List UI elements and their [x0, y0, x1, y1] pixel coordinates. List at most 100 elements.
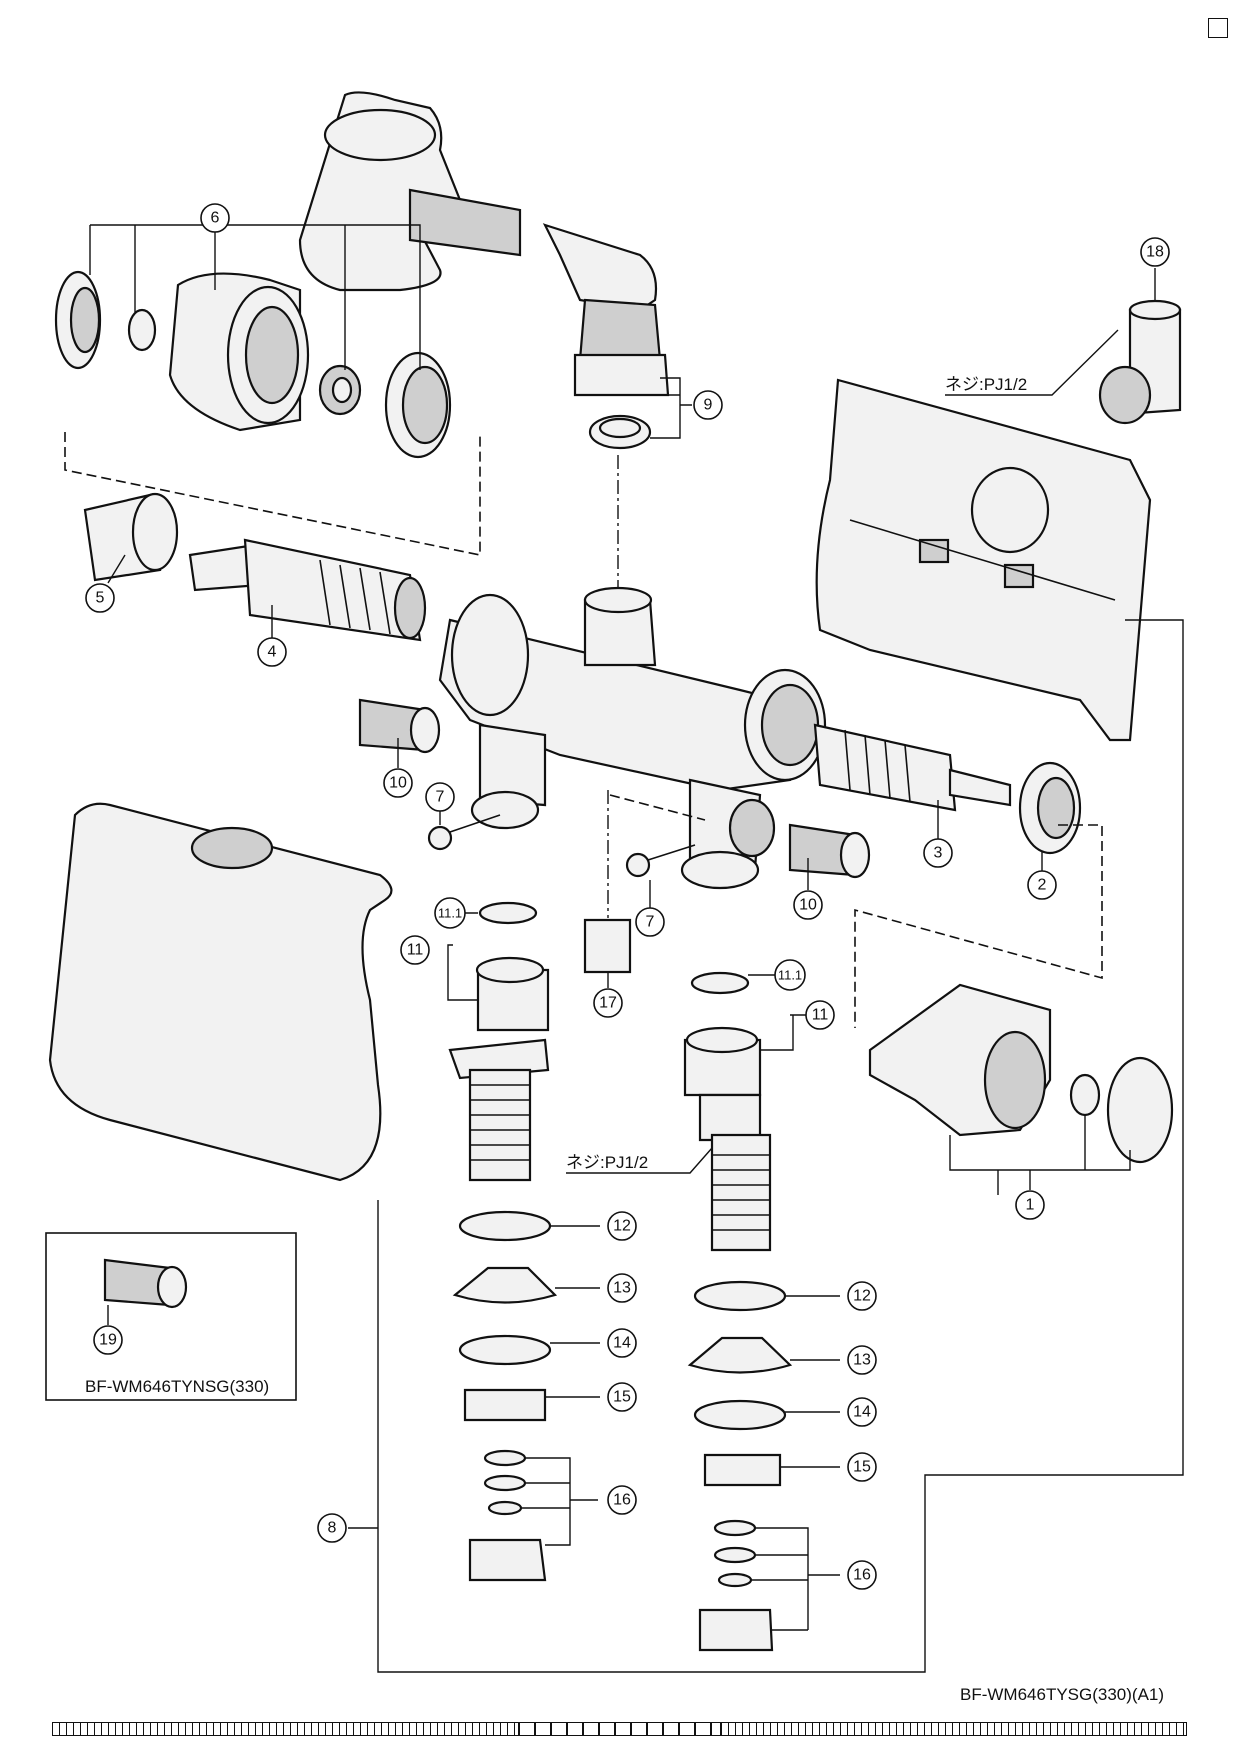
svg-text:16: 16	[613, 1492, 631, 1509]
svg-text:2: 2	[1038, 877, 1047, 894]
callout-12b: 12	[847, 1281, 877, 1311]
svg-text:16: 16	[853, 1567, 871, 1584]
main-body	[438, 586, 827, 890]
callout-10b: 10	[793, 890, 823, 920]
svg-text:11: 11	[812, 1007, 829, 1024]
flange-6	[384, 351, 452, 459]
gasket-11-1b	[690, 971, 750, 995]
callout-7a: 7	[425, 782, 455, 812]
gasket-11-1a	[478, 901, 538, 925]
nut-6	[318, 364, 362, 416]
callout-5: 5	[85, 583, 115, 613]
svg-text:18: 18	[1146, 244, 1164, 261]
gasket-9	[588, 414, 652, 450]
callout-14a: 14	[607, 1328, 637, 1358]
callout-12a: 12	[607, 1211, 637, 1241]
cone-13b	[687, 1336, 793, 1374]
callout-17: 17	[593, 988, 623, 1018]
screw-7a	[427, 814, 501, 851]
callout-11-1b: 11.1	[774, 959, 806, 991]
svg-text:12: 12	[853, 1288, 871, 1305]
callout-16a: 16	[607, 1485, 637, 1515]
washer-12b	[693, 1280, 787, 1312]
fitting-16b	[698, 1519, 774, 1652]
callout-14b: 14	[847, 1397, 877, 1427]
thread-note-bottom: ネジ:PJ1/2	[566, 1153, 648, 1172]
union-11a	[448, 956, 550, 1182]
callout-11b: 11	[805, 1000, 835, 1030]
svg-text:15: 15	[853, 1459, 871, 1476]
svg-text:6: 6	[211, 210, 220, 227]
svg-text:13: 13	[853, 1352, 871, 1369]
fitting-16a	[468, 1449, 547, 1582]
callout-9: 9	[693, 390, 723, 420]
svg-text:8: 8	[328, 1520, 337, 1537]
svg-text:17: 17	[599, 995, 617, 1012]
callout-7b: 7	[635, 907, 665, 937]
svg-text:13: 13	[613, 1280, 631, 1297]
svg-text:4: 4	[268, 644, 277, 661]
nut-15b	[703, 1453, 782, 1487]
svg-text:11: 11	[407, 942, 424, 959]
callout-4: 4	[257, 637, 287, 667]
callout-1: 1	[1015, 1190, 1045, 1220]
check-valve-10b	[788, 823, 871, 879]
nipple-17	[583, 918, 632, 974]
main-model-label: BF-WM646TYSG(330)(A1)	[960, 1685, 1164, 1704]
callout-10a: 10	[383, 768, 413, 798]
callout-15b: 15	[847, 1452, 877, 1482]
body-cover	[48, 802, 393, 1182]
adapter-2	[1018, 761, 1082, 855]
small-nut-6	[127, 308, 157, 352]
cover-panel	[815, 378, 1152, 742]
callout-15a: 15	[607, 1382, 637, 1412]
footer-segment-left	[52, 1722, 519, 1736]
svg-text:11.1: 11.1	[438, 906, 462, 921]
thread-note-top: ネジ:PJ1/2	[945, 375, 1027, 394]
nut-15a	[463, 1388, 547, 1422]
svg-text:19: 19	[99, 1332, 117, 1349]
svg-text:1: 1	[1026, 1197, 1035, 1214]
footer-segment-right	[720, 1722, 1187, 1736]
svg-text:5: 5	[96, 590, 105, 607]
callout-13b: 13	[847, 1345, 877, 1375]
callout-11a: 11	[400, 935, 430, 965]
cartridge-4	[188, 538, 427, 642]
svg-text:9: 9	[704, 397, 713, 414]
union-11b	[683, 1026, 772, 1252]
screw-7b	[625, 844, 696, 878]
washer-14a	[458, 1334, 552, 1366]
handle-1	[868, 983, 1174, 1164]
cone-13a	[452, 1266, 558, 1304]
svg-text:7: 7	[436, 789, 445, 806]
check-valve-10a	[358, 698, 441, 754]
svg-text:14: 14	[853, 1404, 871, 1421]
footer-barcode	[52, 1722, 1187, 1736]
inset-model-label: BF-WM646TYNSG(330)	[85, 1377, 269, 1396]
handle-ring-6	[54, 270, 102, 370]
callout-13a: 13	[607, 1273, 637, 1303]
callout-2: 2	[1027, 870, 1057, 900]
checkbox-square	[1208, 18, 1228, 38]
washer-14b	[693, 1399, 787, 1431]
svg-text:3: 3	[934, 845, 943, 862]
callout-16b: 16	[847, 1560, 877, 1590]
callout-8: 8	[317, 1513, 347, 1543]
svg-text:10: 10	[389, 775, 407, 792]
svg-text:12: 12	[613, 1218, 631, 1235]
callout-3: 3	[923, 838, 953, 868]
callout-11-1a: 11.1	[434, 897, 466, 929]
cartridge-3	[813, 723, 1012, 812]
callout-19: 19	[93, 1325, 123, 1355]
handle-cap-6	[168, 272, 310, 432]
svg-text:15: 15	[613, 1389, 631, 1406]
inset-box	[45, 1232, 297, 1401]
washer-12a	[458, 1210, 552, 1242]
spout-part	[298, 91, 670, 397]
callout-6: 6	[200, 203, 230, 233]
footer-segment-middle	[518, 1722, 721, 1736]
adapter-5	[83, 492, 179, 582]
svg-text:14: 14	[613, 1335, 631, 1352]
valve-19	[103, 1258, 188, 1309]
